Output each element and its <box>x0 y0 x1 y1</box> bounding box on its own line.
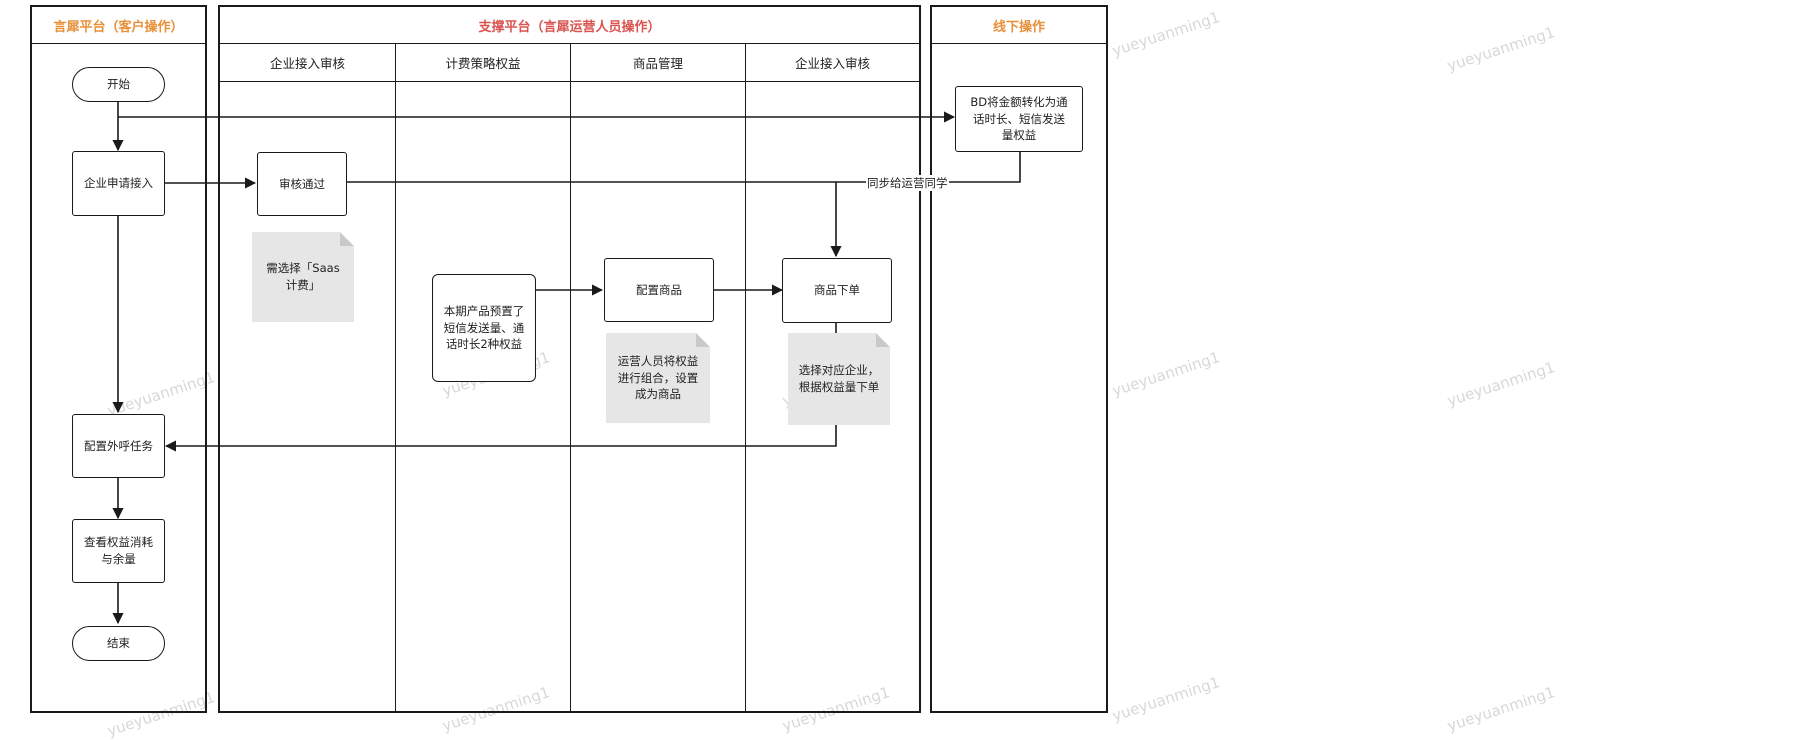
edge-bd-to-sync <box>930 152 1021 183</box>
lane-customer: 言犀平台（客户操作） <box>30 5 207 713</box>
support-column-4: 企业接入审核 <box>746 44 919 711</box>
column-title: 计费策略权益 <box>396 44 570 82</box>
lane-offline: 线下操作 <box>930 5 1108 713</box>
node-approve[interactable]: 审核通过 <box>257 152 347 216</box>
node-preset[interactable]: 本期产品预置了 短信发送量、通 话时长2种权益 <box>432 274 536 382</box>
support-column-2: 计费策略权益 <box>396 44 571 711</box>
node-config-task[interactable]: 配置外呼任务 <box>72 414 165 478</box>
column-title: 企业接入审核 <box>220 44 395 82</box>
lane-support: 支撑平台（言犀运营人员操作） 企业接入审核 计费策略权益 商品管理 企业接入审核 <box>218 5 921 713</box>
node-apply[interactable]: 企业申请接入 <box>72 151 165 216</box>
lane-title-support: 支撑平台（言犀运营人员操作） <box>220 7 919 44</box>
note-saas: 需选择「Saas 计费」 <box>252 232 354 322</box>
column-title: 企业接入审核 <box>746 44 919 82</box>
node-order[interactable]: 商品下单 <box>782 258 892 323</box>
note-choose: 选择对应企业， 根据权益量下单 <box>788 333 890 425</box>
column-title: 商品管理 <box>571 44 745 82</box>
edge-label-sync: 同步给运营同学 <box>866 175 949 191</box>
lane-title-customer: 言犀平台（客户操作） <box>32 7 205 44</box>
node-bd-convert[interactable]: BD将金额转化为通 话时长、短信发送 量权益 <box>955 86 1083 152</box>
node-start[interactable]: 开始 <box>72 67 165 102</box>
node-view-usage[interactable]: 查看权益消耗 与余量 <box>72 519 165 583</box>
node-end[interactable]: 结束 <box>72 626 165 661</box>
support-column-3: 商品管理 <box>571 44 746 711</box>
lane-title-offline: 线下操作 <box>932 7 1106 44</box>
note-combine: 运营人员将权益 进行组合，设置 成为商品 <box>606 333 710 423</box>
node-config-product[interactable]: 配置商品 <box>604 258 714 322</box>
support-column-1: 企业接入审核 <box>220 44 396 711</box>
